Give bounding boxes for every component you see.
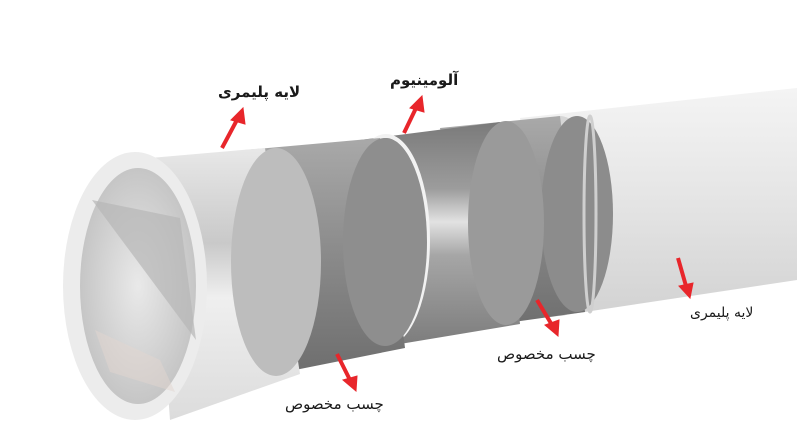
label-inner-polymer-layer: لایه پلیمری: [218, 83, 301, 101]
label-inner-adhesive-layer: چسب مخصوص: [285, 395, 384, 413]
arrow-aluminum-icon: [402, 94, 425, 134]
arrow-inner-polymer-icon: [220, 106, 246, 149]
label-aluminum-layer: آلومینیوم: [390, 71, 459, 89]
arrow-adhesive-outer-icon: [535, 298, 560, 338]
inner-polymer-layer: [63, 148, 321, 420]
arrow-outer-polymer-icon: [676, 257, 694, 300]
label-outer-adhesive-layer: چسب مخصوص: [497, 345, 596, 363]
arrows: [220, 94, 694, 393]
arrow-adhesive-inner-icon: [335, 353, 358, 393]
label-outer-polymer-layer: لایه پلیمری: [690, 305, 754, 321]
